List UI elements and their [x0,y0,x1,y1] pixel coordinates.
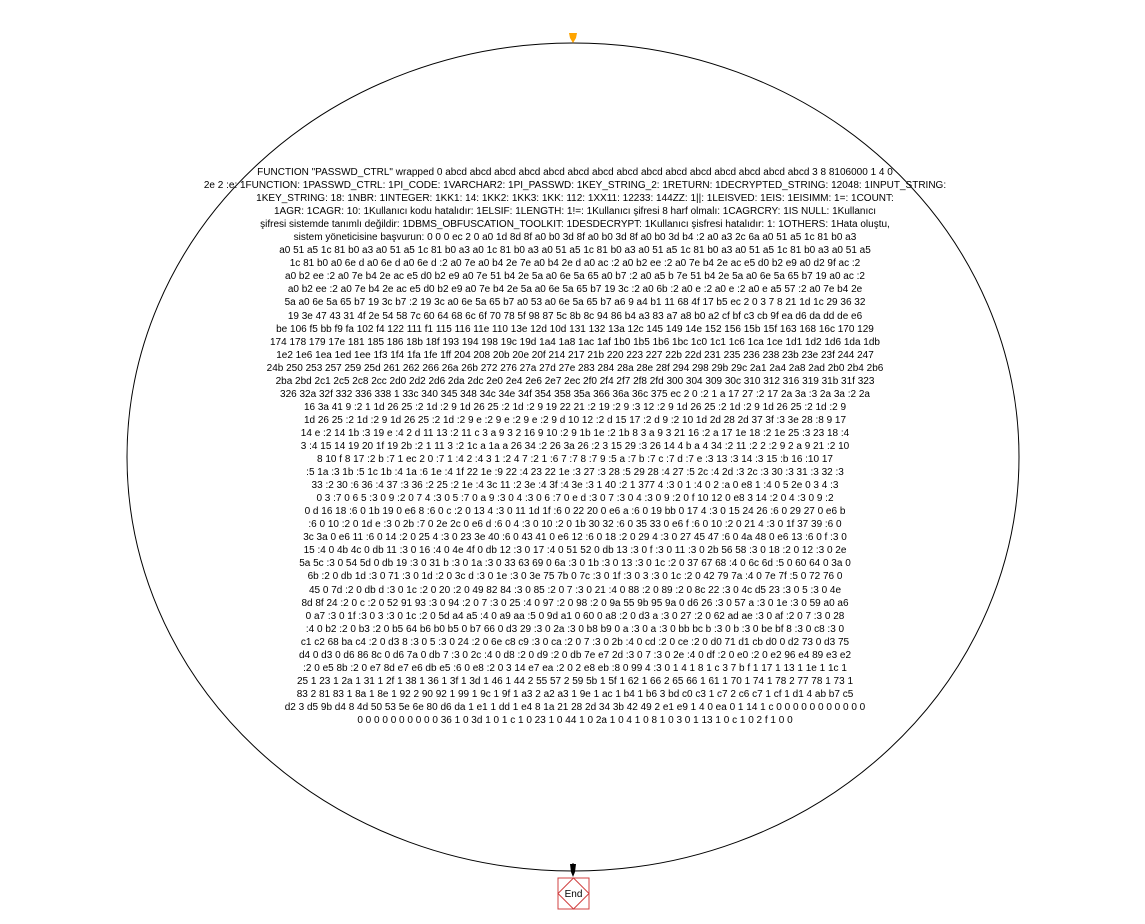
node-text-line: a0 b2 ee :2 a0 7e b4 2e ac e5 d0 b2 e9 a… [285,271,865,283]
node-text-line: 14 e :2 14 1b :3 19 e :4 2 d 11 13 :2 11… [300,427,850,439]
node-text-line: 5a a0 6e 5a 65 b7 19 3c b7 :2 19 3c a0 6… [284,297,866,309]
node-text-line: 2ba 2bd 2c1 2c5 2c8 2cc 2d0 2d2 2d6 2da … [275,375,875,387]
node-text-line: 3 :4 15 14 19 20 1f 19 2b :2 1 11 3 :2 1… [300,440,850,452]
node-text-line: 326 32a 32f 332 336 338 1 33c 340 345 34… [280,388,870,400]
node-text-line: be 106 f5 bb f9 fa 102 f4 122 111 f1 115… [276,323,874,335]
node-text-line: 25 1 23 1 2a 1 31 1 2f 1 38 1 36 1 3f 1 … [296,675,854,687]
node-text-line: :4 0 b2 :2 0 b3 :2 0 b5 64 b6 b0 b5 0 b7… [305,623,845,635]
node-text-line: FUNCTION "PASSWD_CTRL" wrapped 0 abcd ab… [257,167,893,178]
node-text-line: sistem yöneticisine başvurun: 0 0 0 ec 2… [293,232,857,244]
node-text-line: 0 d 16 18 :6 0 1b 19 0 e6 8 :6 0 c :2 0 … [304,506,846,518]
node-text-line: d2 3 d5 9b d4 8 4d 50 53 5e 6e 80 d6 da … [284,701,866,713]
node-text-line: 3c 3a 0 e6 11 :6 0 14 :2 0 25 4 :3 0 23 … [303,532,847,544]
node-text-line: 45 0 7d :2 0 db d :3 0 1c :2 0 20 :2 0 4… [308,584,842,596]
node-text-line: 24b 250 253 257 259 25d 261 262 266 26a … [266,362,884,374]
node-text-line: 8 10 f 8 17 :2 b :7 1 ec 2 0 :7 1 :4 2 :… [317,454,833,466]
flow-arrowhead-icon [570,864,576,877]
end-node-diamond [557,877,590,910]
node-text-line: d4 0 d3 0 d6 86 8c 0 d6 7a 0 db 7 :3 0 2… [298,649,852,661]
node-text-line: 83 2 81 83 1 8a 1 8e 1 92 2 90 92 1 99 1… [296,688,854,700]
node-text-line: 0 a7 :3 0 1f :3 0 3 :3 0 1c :2 0 5d a4 a… [305,610,845,622]
node-text-line: 0 3 :7 0 6 5 :3 0 9 :2 0 7 4 :3 0 5 :7 0… [316,493,834,505]
node-text-line: 174 178 179 17e 181 185 186 18b 18f 193 … [270,336,880,348]
node-text-line: 0 0 0 0 0 0 0 0 0 0 36 1 0 3d 1 0 1 c 1 … [357,714,793,726]
node-text-line: şifresi sistemde tanımlı değildir: 1DBMS… [260,219,890,231]
node-text-line: 1d 26 25 :2 1d :2 9 1d 26 25 :2 1d :2 9 … [303,414,847,426]
node-text-line: 1AGR: 1CAGR: 10: 1Kullanıcı kodu hatalıd… [273,206,877,218]
node-text-line: 1e2 1e6 1ea 1ed 1ee 1f3 1f4 1fa 1fe 1ff … [276,349,874,361]
node-text-line: 15 :4 0 4b 4c 0 db 11 :3 0 16 :4 0 4e 4f… [303,545,847,557]
node-text-line: 2e 2 :e: 1FUNCTION: 1PASSWD_CTRL: 1PI_CO… [203,180,947,192]
node-text-line: :2 0 e5 8b :2 0 e7 8d e7 e6 db e5 :6 0 e… [303,662,847,674]
function-node-text: FUNCTION "PASSWD_CTRL" wrapped 0 abcd ab… [120,166,1030,727]
node-text-line: 1c 81 b0 a0 6e d a0 6e d a0 6e d :2 a0 7… [289,258,861,270]
end-node-label: End [564,889,583,900]
node-text-line: 16 3a 41 9 :2 1 1d 26 25 :2 1d :2 9 1d 2… [303,401,847,413]
node-text-line: :6 0 10 :2 0 1d e :3 0 2b :7 0 2e 2c 0 e… [308,519,842,531]
node-text-line: 5a 5c :3 0 54 5d 0 db 19 :3 0 31 b :3 0 … [299,558,851,570]
node-text-line: 6b :2 0 db 1d :3 0 71 :3 0 1d :2 0 3c d … [307,571,843,583]
node-text-line: 8d 8f 24 :2 0 c :2 0 52 91 93 :3 0 94 :2… [301,597,849,609]
node-text-line: a0 b2 ee :2 a0 7e b4 2e ac e5 d0 b2 e9 a… [287,284,863,296]
node-text-line: 1KEY_STRING: 18: 1NBR: 1INTEGER: 1KK1: 1… [256,193,894,205]
node-text-line: :5 1a :3 1b :5 1c 1b :4 1a :6 1e :4 1f 2… [306,467,844,479]
node-text-line: 33 :2 30 :6 36 :4 37 :3 36 :2 25 :2 1e :… [311,480,839,492]
down-arrow-marker-icon [569,33,577,43]
node-text-line: 19 3e 47 43 31 4f 2e 54 58 7c 60 64 68 6… [287,310,863,322]
node-text-line: a0 51 a5 1c 81 b0 a3 a0 51 a5 1c 81 b0 a… [279,245,871,257]
end-node-box[interactable] [557,877,590,910]
node-text-line: c1 c2 68 ba c4 :2 0 d3 8 :3 0 5 :3 0 24 … [300,636,850,648]
